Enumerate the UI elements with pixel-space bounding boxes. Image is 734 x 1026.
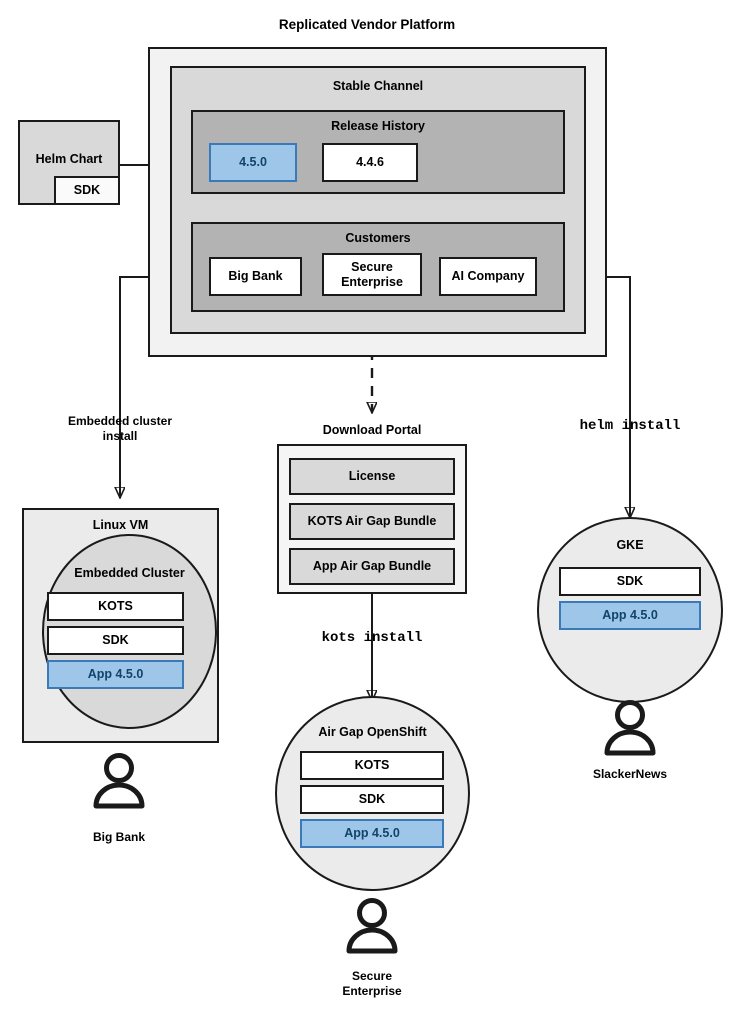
customer-card-big-bank[interactable]: Big Bank <box>209 257 302 296</box>
linux-vm-component-sdk[interactable]: SDK <box>47 626 184 655</box>
install-path-label-embedded-cluster: Embedded cluster install <box>67 414 173 443</box>
persona-label-big-bank: Big Bank <box>92 830 145 844</box>
install-path-label-kots-install: kots install <box>321 630 423 646</box>
linux-vm-component-app[interactable]: App 4.5.0 <box>47 660 184 689</box>
persona-icon-slackernews <box>604 700 656 756</box>
embedded-cluster-label: Embedded Cluster <box>74 566 185 580</box>
target-gke-label: GKE <box>616 538 644 552</box>
stable-channel-label: Stable Channel <box>332 79 424 93</box>
page-title: Replicated Vendor Platform <box>278 17 456 32</box>
customer-card-ai-company[interactable]: AI Company <box>439 257 537 296</box>
release-history-label: Release History <box>331 119 425 133</box>
linux-vm-component-kots[interactable]: KOTS <box>47 592 184 621</box>
customers-label: Customers <box>345 231 411 245</box>
download-portal-artifact-license[interactable]: License <box>289 458 455 495</box>
install-path-label-helm-install: helm install <box>579 418 681 434</box>
persona-icon-big-bank <box>93 753 145 809</box>
airgap-component-app[interactable]: App 4.5.0 <box>300 819 444 848</box>
release-card-4-5-0[interactable]: 4.5.0 <box>209 143 297 182</box>
gke-component-app[interactable]: App 4.5.0 <box>559 601 701 630</box>
download-portal-artifact-kots-airgap-bundle[interactable]: KOTS Air Gap Bundle <box>289 503 455 540</box>
release-card-4-4-6[interactable]: 4.4.6 <box>322 143 418 182</box>
customer-card-secure-enterprise[interactable]: Secure Enterprise <box>322 253 422 296</box>
target-airgap-openshift-label: Air Gap OpenShift <box>318 725 427 739</box>
airgap-component-sdk[interactable]: SDK <box>300 785 444 814</box>
persona-label-slackernews: SlackerNews <box>592 767 668 781</box>
download-portal-label: Download Portal <box>322 423 422 437</box>
download-portal-artifact-app-airgap-bundle[interactable]: App Air Gap Bundle <box>289 548 455 585</box>
target-linux-vm-label: Linux VM <box>92 518 149 532</box>
helm-chart-sdk-box[interactable]: SDK <box>54 176 120 205</box>
airgap-component-kots[interactable]: KOTS <box>300 751 444 780</box>
gke-component-sdk[interactable]: SDK <box>559 567 701 596</box>
persona-label-secure-enterprise: Secure Enterprise <box>342 969 402 998</box>
persona-icon-secure-enterprise <box>346 898 398 954</box>
